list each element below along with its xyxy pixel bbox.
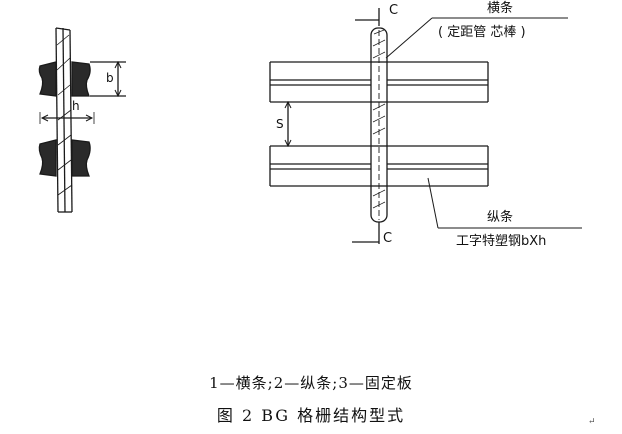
side-section-view bbox=[38, 27, 126, 213]
crossbar-note: ( 定距管 芯棒 ) bbox=[438, 25, 526, 40]
longbar-label: 纵条 bbox=[487, 210, 514, 225]
figure-legend: 1—横条;2—纵条;3—固定板 bbox=[209, 374, 413, 392]
longbar-note: 工字特塑钢bXh bbox=[456, 234, 547, 249]
section-label-bottom: C bbox=[383, 231, 393, 246]
paragraph-mark: ↵ bbox=[588, 417, 596, 427]
figure-title: 图 2 BG 格栅结构型式 bbox=[216, 406, 406, 425]
cross-rod bbox=[370, 27, 388, 223]
section-marks bbox=[352, 8, 380, 244]
dim-b-label: b bbox=[106, 71, 114, 85]
leaders bbox=[385, 17, 582, 229]
dim-s-label: S bbox=[276, 117, 284, 131]
dim-h-label: h bbox=[72, 99, 80, 113]
crossbar-label: 横条 bbox=[487, 1, 514, 16]
section-label-top: C bbox=[389, 3, 399, 18]
